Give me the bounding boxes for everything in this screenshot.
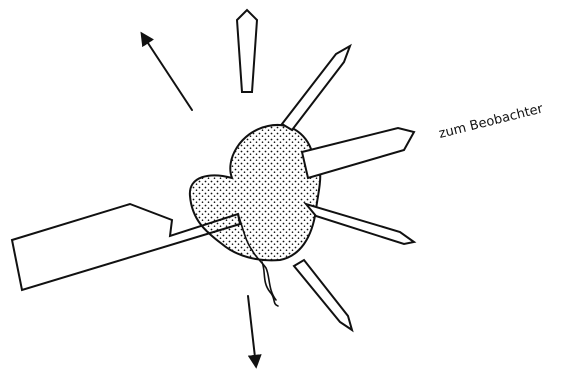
scattered-beam-to-observer [302,128,414,178]
scattered-beam-lower-right [294,260,352,330]
scattered-beam-top [237,10,257,92]
scattered-beam-upper-right [282,46,350,130]
arrow-upper-left [142,34,192,110]
scattering-particle [190,125,320,260]
observer-label: zum Beobachter [437,101,545,142]
scattered-beam-right-lower [306,204,414,244]
arrow-bottom [248,296,256,366]
